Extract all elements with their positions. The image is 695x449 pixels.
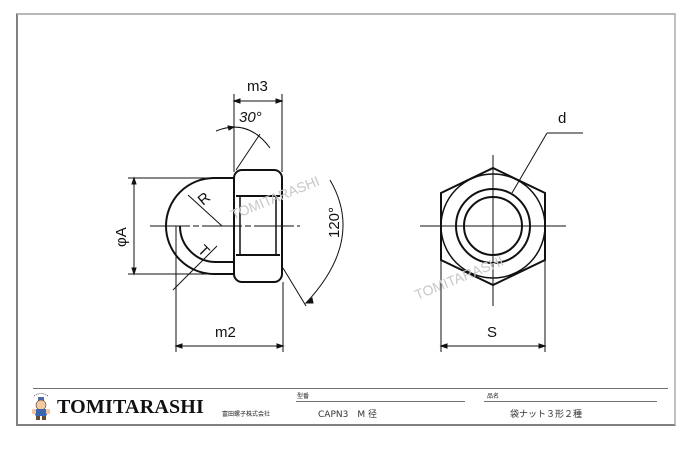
watermark-side: TOMITARASHI: [228, 173, 322, 223]
part-no-value: CAPN3 M 径: [318, 410, 377, 420]
part-no-label: 型番: [297, 393, 310, 400]
product-name-underline: [484, 401, 657, 402]
dim-phi-a: φA: [113, 227, 130, 247]
dim-radius-r: R: [195, 189, 214, 209]
title-block-top-line: [33, 388, 668, 389]
dim-angle-30: 30°: [239, 109, 262, 126]
dim-angle-120: 120°: [326, 207, 343, 238]
product-name-label: 品名: [487, 393, 500, 400]
dim-m3: m3: [247, 78, 268, 95]
dim-m2: m2: [215, 324, 236, 341]
drawing-sheet: [16, 13, 676, 426]
dim-s: S: [487, 324, 497, 341]
company-name: 富田螺子株式会社: [222, 411, 271, 418]
product-name-value: 袋ナット３形２種: [510, 410, 583, 420]
brand-logo: TOMITARASHI: [57, 396, 205, 418]
mascot-logo-icon: [32, 393, 50, 420]
dim-d: d: [558, 110, 566, 127]
part-no-underline: [296, 401, 465, 402]
